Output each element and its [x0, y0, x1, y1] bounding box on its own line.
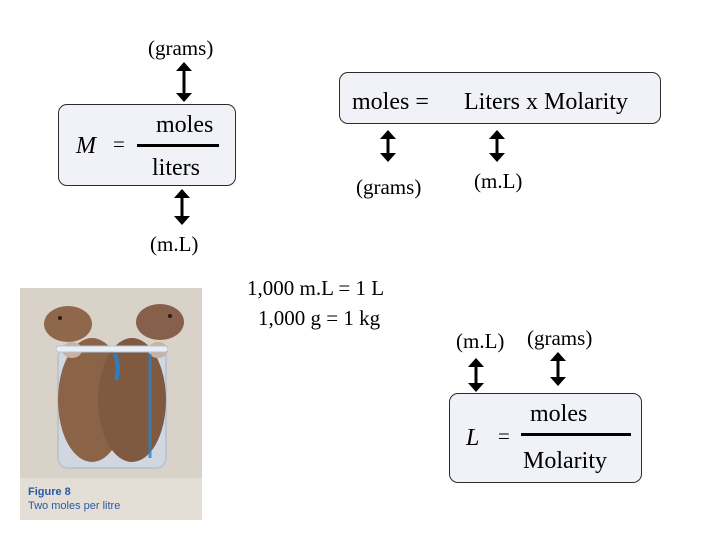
double-arrow-icon	[174, 189, 190, 225]
moles-in-beaker-illustration	[20, 288, 202, 520]
molarity-top-unit: (grams)	[148, 36, 214, 60]
conversion-line-1: 1,000 m.L = 1 L	[247, 276, 385, 300]
fraction-bar	[137, 144, 219, 147]
double-arrow-icon	[380, 130, 396, 162]
liters-right-unit: (grams)	[527, 326, 593, 350]
double-arrow-icon	[489, 130, 505, 162]
double-arrow-icon	[176, 62, 192, 102]
double-arrow-icon	[550, 352, 566, 386]
liters-numerator: moles	[530, 401, 588, 427]
liters-equals: =	[498, 424, 510, 448]
conversion-line-2: 1,000 g = 1 kg	[258, 306, 381, 330]
moles-equation-box	[339, 72, 661, 124]
molarity-numerator: moles	[156, 112, 214, 138]
molarity-symbol: M	[76, 133, 96, 159]
liters-formula-box	[449, 393, 642, 483]
figure-caption-subtitle: Two moles per litre	[28, 500, 121, 512]
moles-equation-lhs: moles =	[352, 89, 429, 115]
liters-symbol: L	[466, 425, 480, 451]
liters-left-unit: (m.L)	[456, 329, 505, 353]
molarity-equals: =	[113, 132, 125, 156]
liters-denominator: Molarity	[523, 448, 607, 474]
moles-equation-right-unit: (m.L)	[474, 169, 523, 193]
figure-caption-title: Figure 8	[28, 486, 71, 498]
figure-photo: Figure 8 Two moles per litre	[20, 288, 202, 520]
molarity-denominator: liters	[152, 155, 200, 181]
double-arrow-icon	[468, 358, 484, 392]
moles-equation-rhs: Liters x Molarity	[464, 89, 628, 115]
fraction-bar	[521, 433, 631, 436]
moles-equation-left-unit: (grams)	[356, 175, 422, 199]
molarity-bottom-unit: (m.L)	[150, 232, 199, 256]
